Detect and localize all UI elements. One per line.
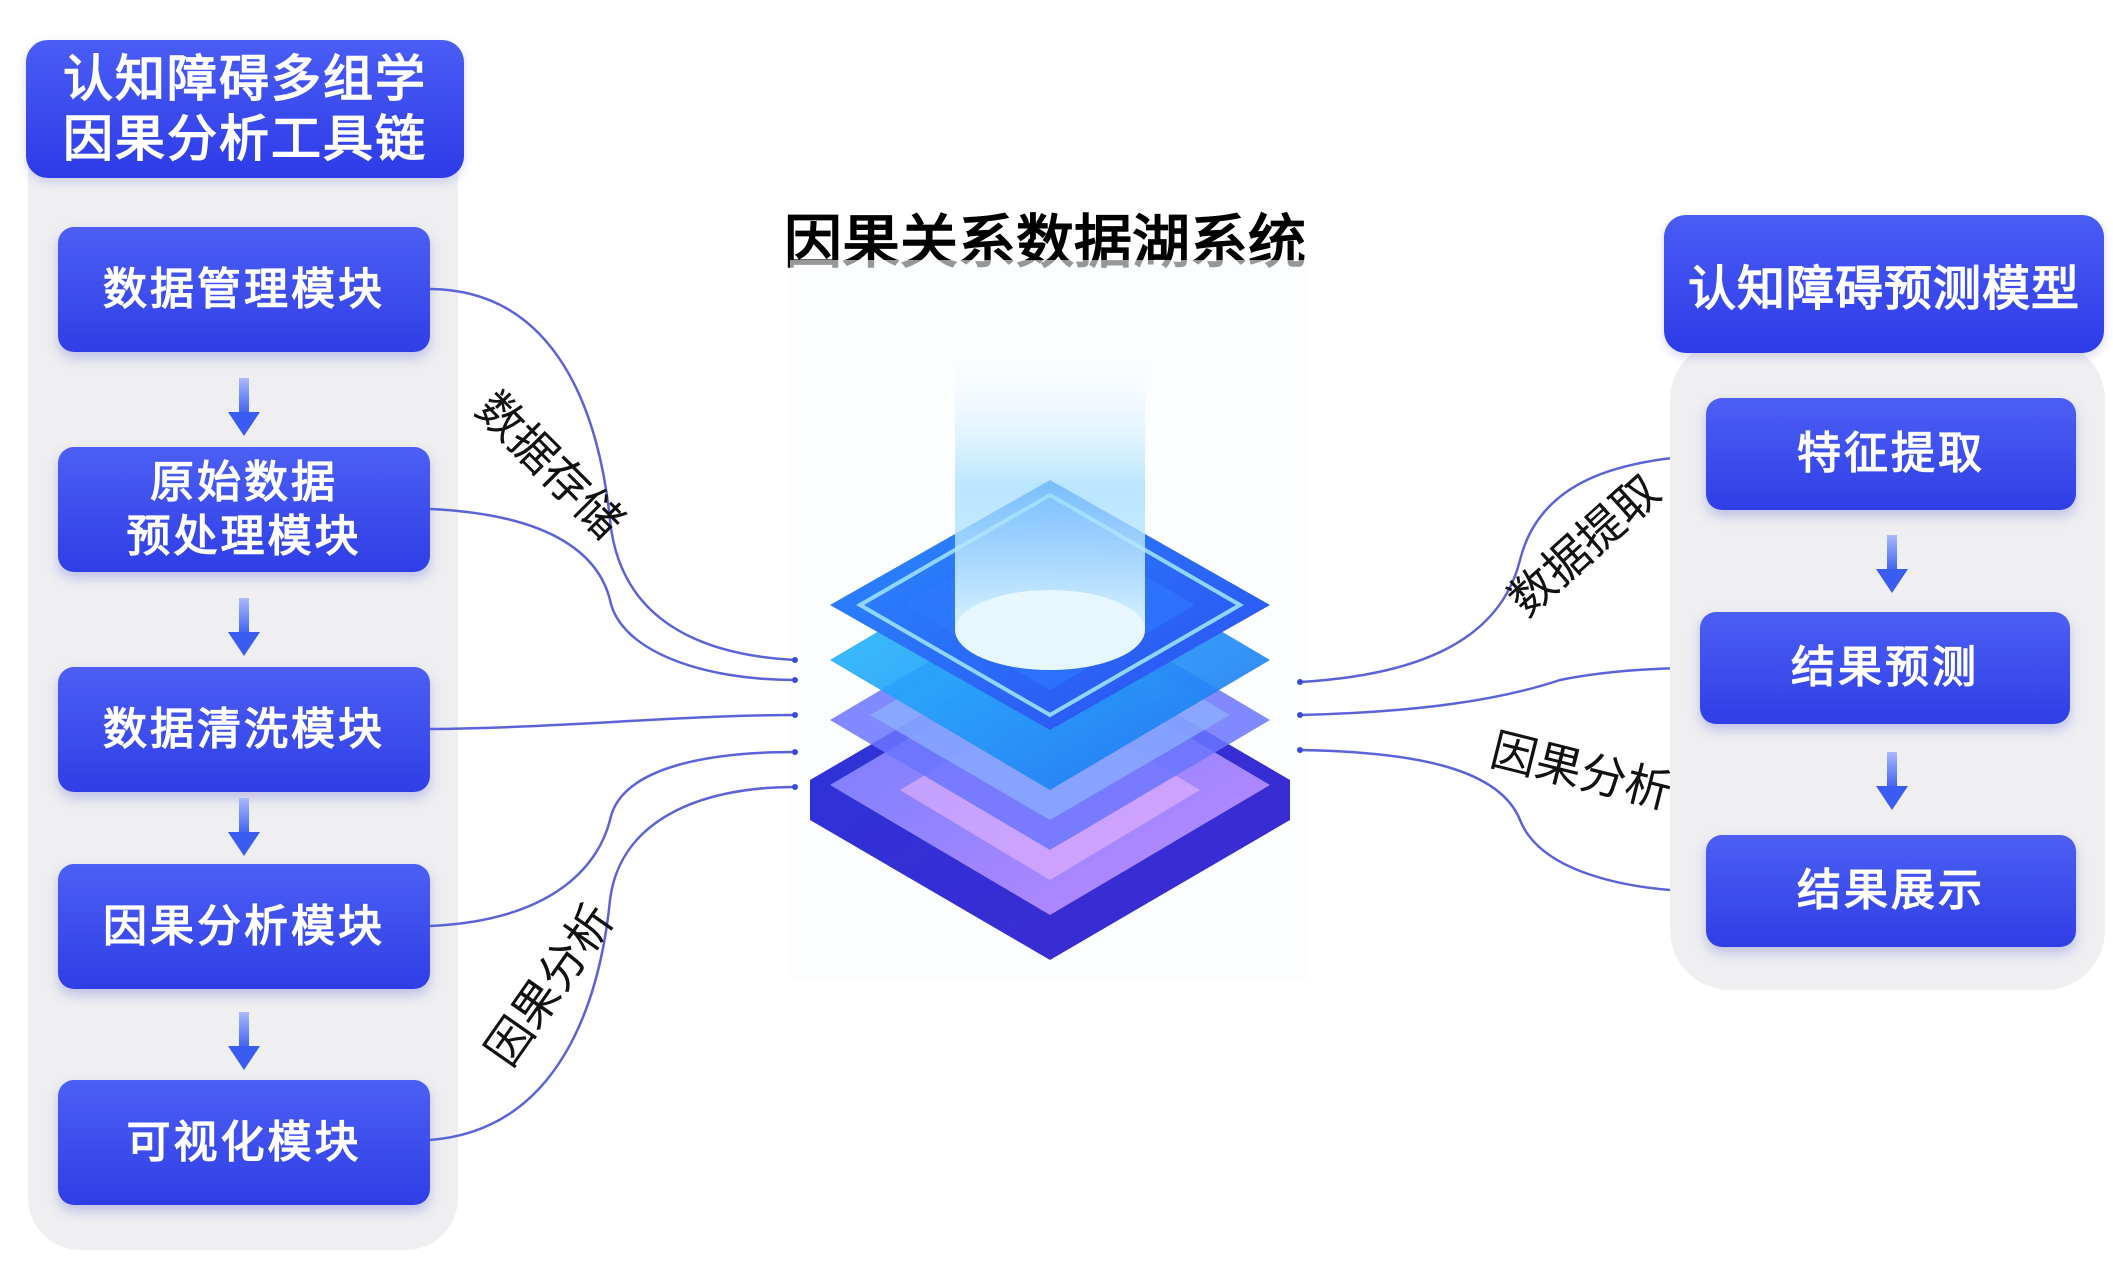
step-feature-extraction[interactable]: 特征提取 [1706, 398, 2076, 510]
toolchain-title: 认知障碍多组学 因果分析工具链 [26, 40, 464, 178]
step-result-display[interactable]: 结果展示 [1706, 835, 2076, 947]
prediction-model-title: 认知障碍预测模型 [1664, 215, 2104, 353]
arrow-down-icon [228, 378, 260, 436]
module-causal-analysis[interactable]: 因果分析模块 [58, 864, 430, 989]
arrow-down-icon [228, 1012, 260, 1070]
step-result-prediction[interactable]: 结果预测 [1700, 612, 2070, 724]
data-lake-icon [790, 260, 1310, 980]
arrow-down-icon [1876, 535, 1908, 593]
module-data-cleaning[interactable]: 数据清洗模块 [58, 667, 430, 792]
module-data-management[interactable]: 数据管理模块 [58, 227, 430, 352]
arrow-down-icon [228, 798, 260, 856]
arrow-down-icon [1876, 752, 1908, 810]
module-visualization[interactable]: 可视化模块 [58, 1080, 430, 1205]
module-raw-preprocess[interactable]: 原始数据 预处理模块 [58, 447, 430, 572]
arrow-down-icon [228, 598, 260, 656]
